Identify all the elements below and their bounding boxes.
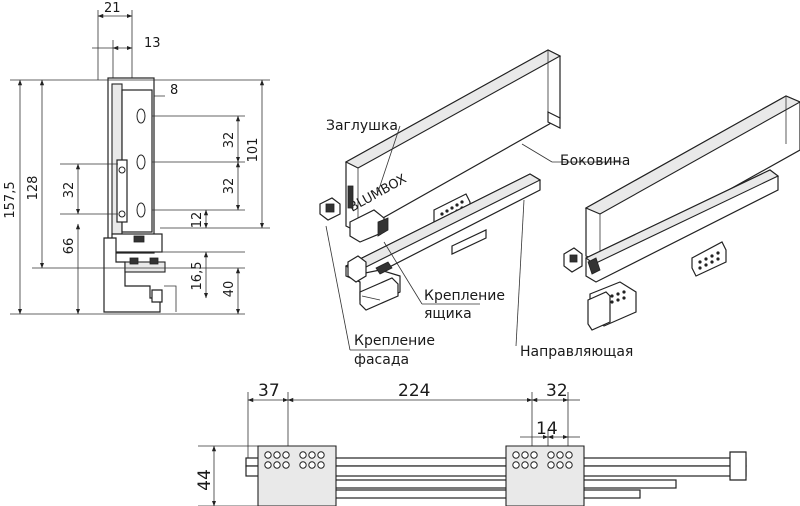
hole (118, 166, 126, 174)
dim-13: 13 (144, 36, 161, 51)
rail (124, 261, 166, 273)
runner-rail-low (329, 479, 677, 489)
dim-37: 37 (258, 381, 280, 401)
dim-14: 14 (536, 419, 558, 439)
clip (129, 257, 139, 265)
runner-profile (103, 237, 161, 313)
label-drawer-mount-line2: ящика (424, 306, 472, 322)
dim-32-a: 32 (222, 132, 237, 149)
label-front-mount-line1: Крепление (354, 333, 435, 349)
front-bracket (164, 285, 177, 312)
latch (133, 235, 145, 243)
label-side-panel: Боковина (560, 153, 630, 169)
dim-66: 66 (62, 238, 77, 255)
label-cap: Заглушка (326, 118, 398, 134)
isometric-exploded-view: BLUMBOX (319, 49, 800, 368)
hole (136, 202, 146, 218)
dim-21: 21 (104, 1, 121, 16)
bracket (116, 159, 128, 223)
left-mount-bracket (257, 445, 337, 506)
runner-rail-bottom (329, 489, 641, 499)
clip (149, 257, 159, 265)
bottom-view: 37 224 32 14 44 (195, 381, 747, 506)
label-drawer-mount-line1: Крепление (424, 288, 505, 304)
dim-40: 40 (222, 281, 237, 298)
right-mount-bracket (505, 445, 585, 506)
label-front-mount-line2: фасада (354, 352, 409, 368)
dim-left-32: 32 (62, 182, 77, 199)
dim-32-b: 32 (222, 178, 237, 195)
hole (136, 108, 146, 124)
side-view: 21 13 8 (3, 1, 270, 315)
dim-16-5: 16,5 (190, 262, 205, 291)
dim-128: 128 (26, 176, 41, 201)
hole (136, 154, 146, 170)
dim-101: 101 (246, 138, 261, 163)
dim-12: 12 (190, 212, 205, 229)
dim-8: 8 (170, 83, 178, 98)
dim-44: 44 (195, 469, 215, 491)
dim-224: 224 (398, 381, 430, 401)
dim-157-5: 157,5 (3, 181, 18, 218)
dim-32-bottom: 32 (546, 381, 568, 401)
label-runner: Направляющая (520, 344, 633, 360)
hole (118, 210, 126, 218)
